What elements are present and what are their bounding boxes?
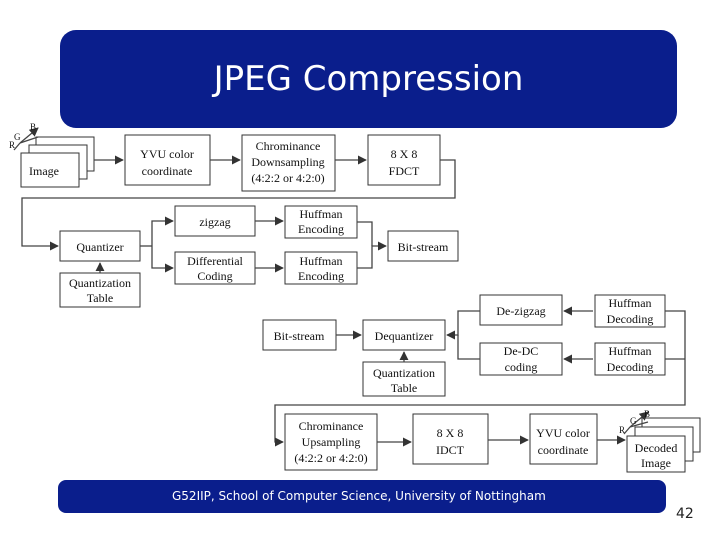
svg-text:Downsampling: Downsampling xyxy=(251,155,324,169)
decoder-bitstream-box: Bit-stream xyxy=(262,319,337,351)
svg-text:YVU color: YVU color xyxy=(140,147,194,161)
svg-text:FDCT: FDCT xyxy=(389,164,420,178)
svg-text:Quantization: Quantization xyxy=(373,366,435,380)
footer-banner xyxy=(58,480,666,513)
huffman-encoding-box-1: Huffman Encoding xyxy=(284,205,358,239)
svg-text:Decoding: Decoding xyxy=(607,360,654,374)
decoded-image-stack: Decoded Image B G R xyxy=(619,409,701,473)
svg-text:Quantizer: Quantizer xyxy=(76,240,123,254)
svg-text:Chrominance: Chrominance xyxy=(299,419,364,433)
svg-text:Table: Table xyxy=(391,381,417,395)
svg-text:Table: Table xyxy=(87,291,113,305)
svg-text:YVU color: YVU color xyxy=(536,426,590,440)
svg-text:Bit-stream: Bit-stream xyxy=(274,329,325,343)
svg-text:Chrominance: Chrominance xyxy=(256,139,321,153)
axis-r-label: R xyxy=(9,140,15,150)
decoder-yvu-color-box: YVU color coordinate xyxy=(529,413,598,465)
page-number: 42 xyxy=(676,506,694,522)
encoder-bitstream-box: Bit-stream xyxy=(387,230,459,262)
svg-text:Quantization: Quantization xyxy=(69,276,131,290)
huffman-decoding-box-2: Huffman Decoding xyxy=(594,342,666,376)
svg-text:Differential: Differential xyxy=(187,254,243,268)
decoder-axis-r-label: R xyxy=(619,425,625,435)
title-banner: JPEG Compression xyxy=(60,30,677,128)
page-title: JPEG Compression xyxy=(213,59,524,99)
chroma-downsampling-box: Chrominance Downsampling (4:2:2 or 4:2:0… xyxy=(241,134,336,192)
svg-text:Coding: Coding xyxy=(197,269,232,283)
svg-text:Upsampling: Upsampling xyxy=(302,435,361,449)
footer-text: G52IIP, School of Computer Science, Univ… xyxy=(172,489,546,503)
huffman-encoding-box-2: Huffman Encoding xyxy=(284,251,358,285)
svg-text:IDCT: IDCT xyxy=(436,443,465,457)
svg-text:Huffman: Huffman xyxy=(299,254,342,268)
svg-text:Decoding: Decoding xyxy=(607,312,654,326)
svg-text:Huffman: Huffman xyxy=(608,344,651,358)
image-label: Image xyxy=(29,164,59,178)
svg-text:coordinate: coordinate xyxy=(142,164,193,178)
input-image-stack: Image B G R xyxy=(9,122,95,188)
svg-text:Huffman: Huffman xyxy=(299,207,342,221)
zigzag-box: zigzag xyxy=(174,205,256,237)
svg-text:coding: coding xyxy=(505,360,538,374)
svg-text:Encoding: Encoding xyxy=(298,222,344,236)
svg-text:De-DC: De-DC xyxy=(504,344,539,358)
svg-text:De-zigzag: De-zigzag xyxy=(496,304,545,318)
differential-coding-box: Differential Coding xyxy=(174,251,256,285)
chroma-upsampling-box: Chrominance Upsampling (4:2:2 or 4:2:0) xyxy=(284,413,378,471)
yvu-color-box: YVU color coordinate xyxy=(124,134,211,186)
huffman-decoding-box-1: Huffman Decoding xyxy=(594,294,666,328)
encoder-quant-table-box: Quantization Table xyxy=(59,272,141,308)
encoder-connectors xyxy=(21,155,456,273)
svg-text:(4:2:2 or 4:2:0): (4:2:2 or 4:2:0) xyxy=(251,171,324,185)
svg-text:Decoded: Decoded xyxy=(635,441,678,455)
decoder-axis-g-label: G xyxy=(630,416,637,426)
decoder-axis-b-label: B xyxy=(644,409,650,419)
dequantizer-box: Dequantizer xyxy=(362,319,446,351)
axis-b-label: B xyxy=(30,122,36,132)
decoder-quant-table-box: Quantization Table xyxy=(362,361,446,397)
dedc-coding-box: De-DC coding xyxy=(479,342,563,376)
svg-text:Encoding: Encoding xyxy=(298,269,344,283)
svg-text:Dequantizer: Dequantizer xyxy=(375,329,434,343)
svg-text:8 X 8: 8 X 8 xyxy=(391,147,418,161)
svg-text:(4:2:2 or 4:2:0): (4:2:2 or 4:2:0) xyxy=(294,451,367,465)
svg-text:Bit-stream: Bit-stream xyxy=(398,240,449,254)
dezigzag-box: De-zigzag xyxy=(479,294,563,326)
svg-text:coordinate: coordinate xyxy=(538,443,589,457)
decoder-connectors xyxy=(274,306,686,447)
idct-box: 8 X 8 IDCT xyxy=(412,413,489,465)
jpeg-flow-diagram: Image B G R YVU color coordinate Chromin… xyxy=(9,122,701,473)
axis-g-label: G xyxy=(14,132,21,142)
svg-text:Huffman: Huffman xyxy=(608,296,651,310)
quantizer-box: Quantizer xyxy=(59,230,141,262)
svg-text:zigzag: zigzag xyxy=(199,215,230,229)
svg-text:Image: Image xyxy=(641,456,671,470)
fdct-box: 8 X 8 FDCT xyxy=(367,134,441,186)
svg-text:8 X 8: 8 X 8 xyxy=(437,426,464,440)
